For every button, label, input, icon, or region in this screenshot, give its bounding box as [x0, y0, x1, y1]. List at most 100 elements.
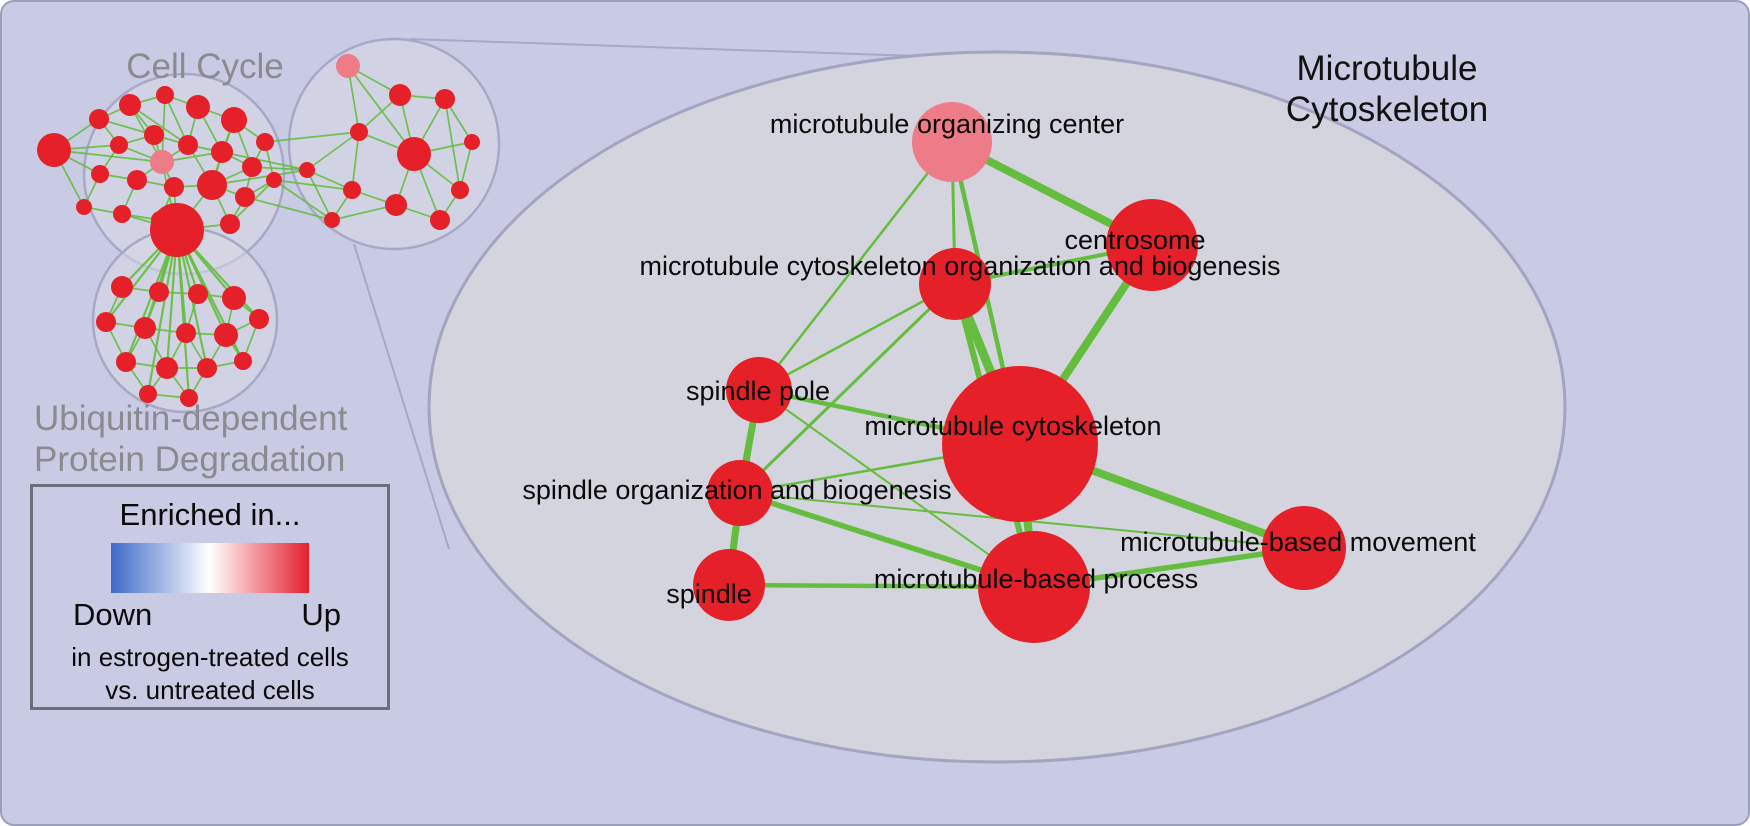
node-label-mbp: microtubule-based process [874, 564, 1198, 594]
overview-node [144, 125, 164, 145]
overview-node [389, 84, 411, 106]
overview-node [186, 95, 210, 119]
overview-node [451, 181, 469, 199]
overview-node [197, 170, 227, 200]
node-label-sob: spindle organization and biogenesis [522, 475, 951, 505]
cluster-label-cell-cycle: Cell Cycle [126, 47, 284, 86]
node-sob [707, 460, 773, 526]
overview-edge [211, 169, 308, 186]
magnifier-line-2 [353, 243, 450, 550]
overview-node [197, 358, 217, 378]
overview-edge [273, 179, 353, 191]
overview-node [235, 187, 255, 207]
overview-node [430, 210, 450, 230]
overview-node [113, 205, 131, 223]
overview-edge [53, 149, 163, 163]
overview-node [464, 134, 480, 150]
node-label-spindle: spindle [666, 579, 752, 609]
legend-down-label: Down [73, 597, 153, 632]
overview-node [242, 157, 262, 177]
overview-node [180, 389, 198, 407]
legend-endpoint-labels: Down Up [33, 597, 387, 633]
overview-node [188, 284, 208, 304]
node-mbm [1262, 506, 1346, 590]
overview-edge [175, 229, 191, 399]
overview-node [134, 317, 156, 339]
overview-node [324, 212, 340, 228]
edge-mcob-spindle-pole [758, 282, 956, 392]
overview-node [214, 323, 238, 347]
overview-node [211, 141, 233, 163]
overview-node [119, 94, 141, 116]
edge-mcob-sob [738, 282, 957, 495]
edge-moc-spindle-pole [758, 141, 953, 391]
node-mc [942, 366, 1098, 522]
node-label-mcob: microtubule cytoskeleton organization an… [640, 251, 1281, 281]
overview-node [96, 312, 116, 332]
node-centrosome [1106, 199, 1198, 291]
edge-spindle-pole-mbp [758, 389, 1035, 588]
overview-node [116, 352, 136, 372]
overview-edge [273, 179, 333, 221]
overview-node [221, 107, 247, 133]
overview-node [91, 165, 109, 183]
overview-node [150, 203, 204, 257]
overview-edge [306, 169, 333, 221]
legend-subtitle-line2: vs. untreated cells [105, 675, 315, 705]
overview-node [234, 352, 252, 370]
overview-node [176, 323, 196, 343]
magnified-title-line1: Microtubule [1296, 49, 1478, 88]
node-spindle [693, 549, 765, 621]
overview-edge [244, 196, 333, 221]
overview-node [156, 86, 174, 104]
overview-node [37, 133, 71, 167]
overview-node [111, 276, 133, 298]
overview-edge [129, 104, 189, 146]
overview-node [178, 135, 198, 155]
overview-node [76, 199, 92, 215]
overview-node [336, 54, 360, 78]
overview-node [164, 177, 184, 197]
legend-subtitle-line1: in estrogen-treated cells [71, 642, 349, 672]
overview-edge [444, 98, 461, 191]
overview-node [222, 286, 246, 310]
overview-node [249, 309, 269, 329]
overview-node [139, 385, 157, 403]
overview-node [397, 137, 431, 171]
magnified-title-line2: Cytoskeleton [1285, 90, 1489, 129]
overview-edge [347, 65, 415, 155]
node-mcob [919, 248, 991, 320]
overview-node [435, 89, 455, 109]
overview-node [220, 214, 240, 234]
overview-node [127, 170, 147, 190]
overview-node [89, 109, 109, 129]
overview-edge [264, 131, 360, 143]
magnified-cluster-title: Microtubule Cytoskeleton [1212, 48, 1562, 130]
node-label-spindle-pole: spindle pole [686, 376, 830, 406]
node-mbp [978, 531, 1090, 643]
overview-edge [351, 131, 360, 191]
legend-up-label: Up [301, 597, 341, 632]
node-label-mbm: microtubule-based movement [1120, 527, 1476, 557]
node-spindle-pole [726, 357, 792, 423]
node-label-centrosome: centrosome [1064, 225, 1205, 255]
legend-gradient-bar [111, 543, 309, 593]
overview-node [350, 123, 368, 141]
ubiquitin-label-line1: Ubiquitin-dependent [34, 399, 348, 438]
overview-edge [221, 151, 308, 171]
legend-title: Enriched in... [119, 497, 301, 532]
overview-node [385, 194, 407, 216]
overview-node [256, 133, 274, 151]
node-label-mc: microtubule cytoskeleton [864, 411, 1161, 441]
cluster-label-ubiquitin: Ubiquitin-dependent Protein Degradation [34, 398, 347, 480]
overview-node [266, 172, 282, 188]
node-label-moc: microtubule organizing center [770, 109, 1124, 139]
legend: Enriched in... Down Up in estrogen-treat… [30, 484, 390, 710]
overview-node [299, 162, 315, 178]
overview-node [156, 357, 178, 379]
overview-node [149, 282, 169, 302]
overview-node [150, 150, 174, 174]
overview-node [110, 136, 128, 154]
